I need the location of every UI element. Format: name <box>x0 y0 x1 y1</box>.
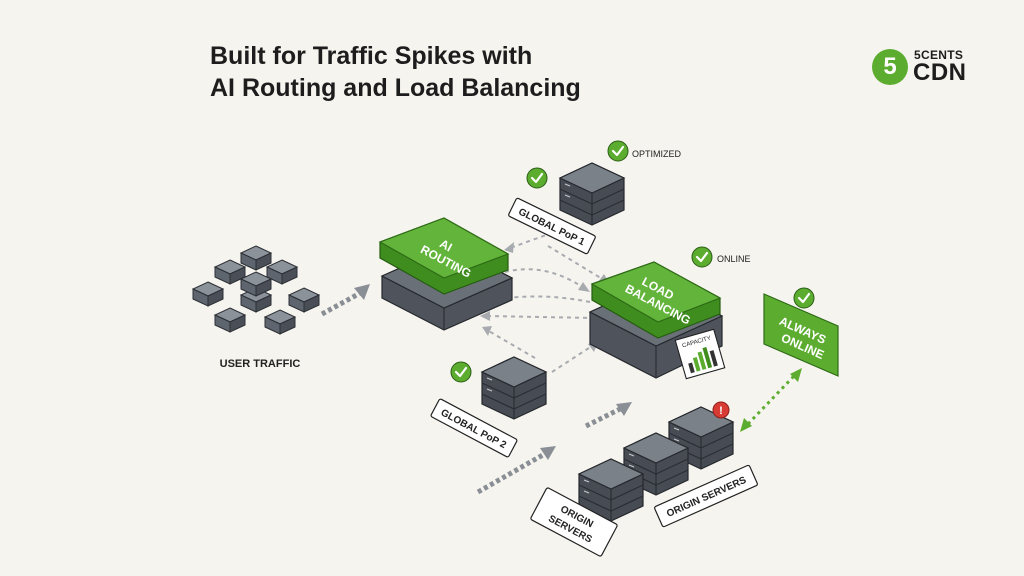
check-icon-online <box>690 245 714 269</box>
user-traffic-cluster <box>192 245 320 335</box>
failover-arrow <box>740 368 802 432</box>
user-traffic-label: USER TRAFFIC <box>220 358 301 370</box>
origin-servers-left-tag: ORIGIN SERVERS <box>530 487 618 557</box>
global-pop-2-node: GLOBAL PoP 2 <box>430 356 547 458</box>
title-line-1: Built for Traffic Spikes with <box>210 42 533 70</box>
origin-traffic-arrows <box>476 402 632 495</box>
check-icon-pop2 <box>449 360 473 384</box>
ai-routing-node: AI ROUTING <box>378 217 514 331</box>
optimized-label: OPTIMIZED <box>632 149 681 159</box>
logo-name-top: 5CENTS <box>914 48 964 62</box>
ai-routing-line1: AI <box>437 236 454 254</box>
title-line-2: AI Routing and Load Balancing <box>210 74 581 102</box>
load-balancing-top <box>590 261 722 323</box>
arrow-lb-to-ai-lower <box>485 315 596 319</box>
check-icon-pop1 <box>525 166 549 190</box>
logo-name-bottom: CDN <box>913 59 967 86</box>
origin-servers-cluster: ! ORIGIN SERVERS ORIGIN SERVERS <box>530 401 758 557</box>
page-title: Built for Traffic Spikes with AI Routing… <box>210 40 581 104</box>
load-balancing-node: LOAD BALANCING ONLINE CAPACITY <box>588 245 751 380</box>
always-online-sign: ALWAYS ONLINE <box>763 286 839 377</box>
check-icon-always-online <box>792 286 816 310</box>
arrow-lb-to-ai <box>493 295 591 303</box>
alert-symbol: ! <box>719 405 723 417</box>
arrow-pop1-to-lb <box>547 245 605 281</box>
brand-logo: 5 5CENTS CDN <box>872 46 984 88</box>
arrow-pop2-to-ai <box>486 329 536 359</box>
online-label: ONLINE <box>717 254 751 264</box>
global-pop-1-node: OPTIMIZED GLOBAL PoP 1 <box>508 139 681 255</box>
traffic-in-arrow <box>320 284 370 317</box>
check-icon-optimized <box>606 139 630 163</box>
arrow-ai-to-lb <box>504 268 585 289</box>
logo-badge-icon: 5 <box>872 49 908 85</box>
capacity-card: CAPACITY <box>674 328 726 380</box>
alert-icon <box>712 401 730 419</box>
arrow-pop2-to-lb <box>551 345 593 373</box>
ai-routing-top <box>378 217 510 279</box>
